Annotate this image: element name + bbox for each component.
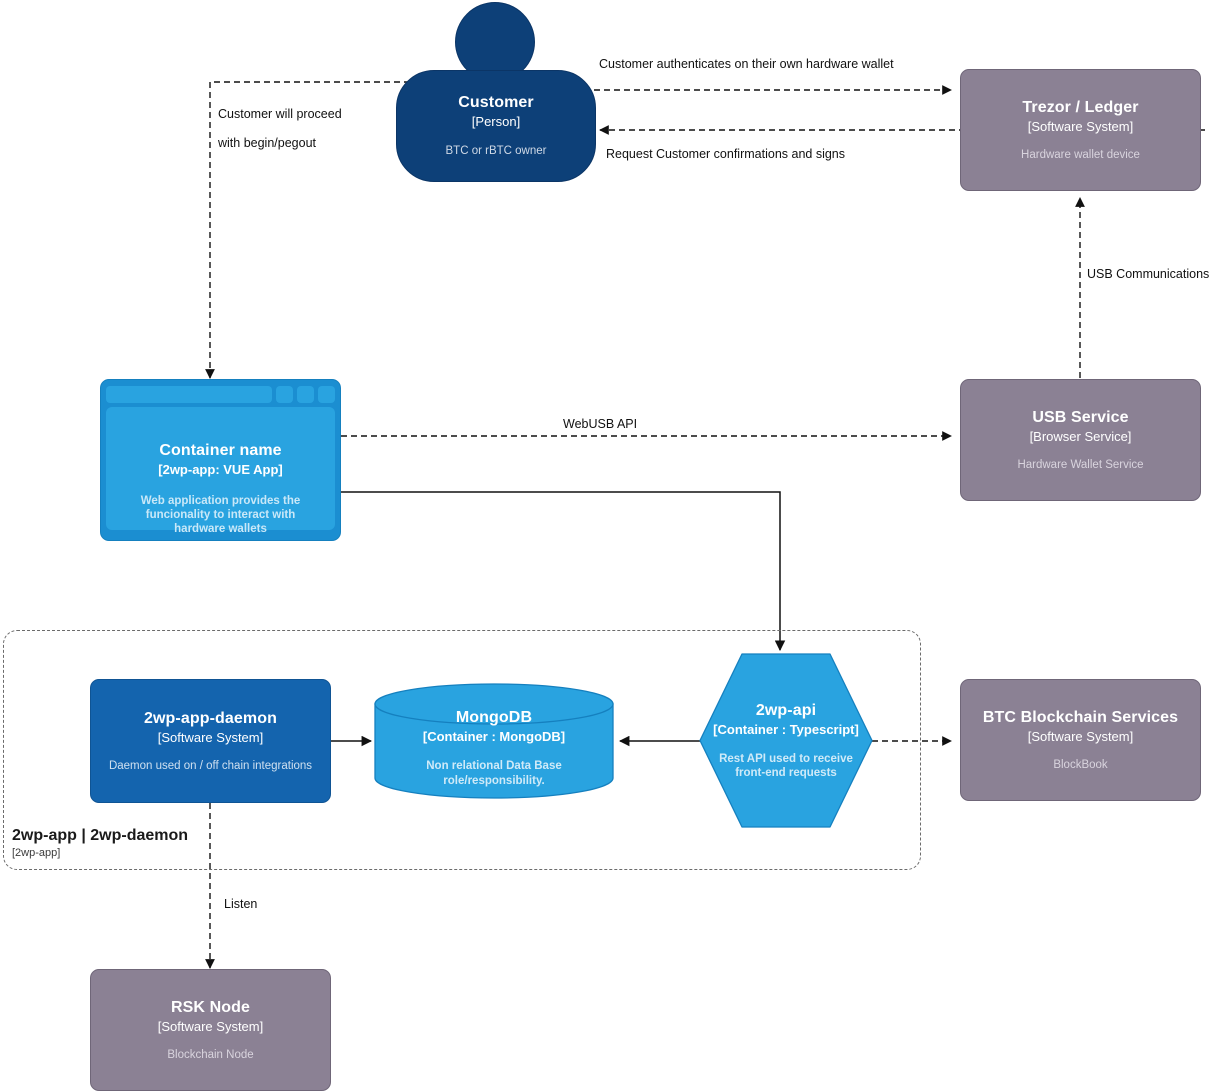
node-tech: [Software System] xyxy=(157,1018,264,1034)
hexagon-text: 2wp-api [Container : Typescript] Rest AP… xyxy=(698,652,874,829)
edge-label-customer-to-app-2: with begin/pegout xyxy=(218,136,316,150)
edge-label-webusb-api: WebUSB API xyxy=(563,417,638,431)
person-head-icon xyxy=(455,2,535,82)
boundary-2wp-app xyxy=(3,630,921,870)
node-title: RSK Node xyxy=(170,998,251,1016)
boundary-tech: [2wp-app] xyxy=(12,847,61,859)
hexagon-shape xyxy=(699,653,873,828)
edge-label-customer-to-app-1: Customer will proceed xyxy=(218,107,342,121)
boundary-name: 2wp-app | 2wp-daemon xyxy=(12,827,189,844)
node-trezor-ledger[interactable]: Trezor / Ledger [Software System] Hardwa… xyxy=(960,69,1201,191)
node-title: 2wp-app-daemon xyxy=(144,709,277,727)
node-desc: Non relational Data Base role/responsibi… xyxy=(426,759,562,787)
node-container-name[interactable]: Container name [2wp-app: VUE App] Web ap… xyxy=(100,379,341,541)
node-title: USB Service xyxy=(1032,408,1129,426)
browser-button-2-icon[interactable] xyxy=(297,385,314,403)
node-btc-blockchain-services[interactable]: BTC Blockchain Services [Software System… xyxy=(960,679,1201,801)
node-2wp-api[interactable]: 2wp-api [Container : Typescript] Rest AP… xyxy=(698,652,874,829)
node-usb-service[interactable]: USB Service [Browser Service] Hardware W… xyxy=(960,379,1201,501)
browser-titlebar xyxy=(106,385,335,403)
edge-label-trezor-to-customer: Request Customer confirmations and signs xyxy=(606,147,846,161)
node-tech: [Software System] xyxy=(1027,728,1134,744)
person-body: Customer [Person] BTC or rBTC owner xyxy=(396,70,596,182)
node-tech: [Container : Typescript] xyxy=(713,722,859,737)
node-title: Trezor / Ledger xyxy=(1022,98,1139,116)
node-desc: Daemon used on / off chain integrations xyxy=(108,759,313,772)
node-desc: BlockBook xyxy=(1053,758,1108,771)
node-tech: [Software System] xyxy=(1027,118,1134,134)
edge-label-usb-communications: USB Communications xyxy=(1087,267,1210,281)
node-title: Container name xyxy=(159,442,282,459)
node-tech: [Browser Service] xyxy=(1029,428,1132,444)
node-tech: [Container : MongoDB] xyxy=(422,728,566,744)
node-desc: Web application provides the funcionalit… xyxy=(140,495,301,535)
node-tech: [Person] xyxy=(471,114,521,129)
browser-address-bar[interactable] xyxy=(106,385,272,403)
boundary-label: 2wp-app | 2wp-daemon [2wp-app] xyxy=(12,826,312,861)
node-desc: Rest API used to receive front-end reque… xyxy=(719,753,853,779)
node-desc: Hardware Wallet Service xyxy=(1017,458,1144,471)
node-title: BTC Blockchain Services xyxy=(982,708,1179,726)
node-2wp-app-daemon[interactable]: 2wp-app-daemon [Software System] Daemon … xyxy=(90,679,331,803)
node-mongodb[interactable]: MongoDB [Container : MongoDB] Non relati… xyxy=(374,683,614,799)
browser-button-1-icon[interactable] xyxy=(276,385,293,403)
cylinder-text: MongoDB [Container : MongoDB] Non relati… xyxy=(374,683,614,799)
cylinder-shape xyxy=(374,683,614,799)
node-desc: Blockchain Node xyxy=(167,1048,254,1061)
node-tech: [2wp-app: VUE App] xyxy=(158,462,283,477)
edge-app-to-api xyxy=(336,491,786,652)
node-desc: BTC or rBTC owner xyxy=(445,145,547,157)
browser-content: Container name [2wp-app: VUE App] Web ap… xyxy=(106,407,335,535)
browser-button-3-icon[interactable] xyxy=(318,385,335,403)
node-desc: Hardware wallet device xyxy=(1021,148,1140,161)
node-title: 2wp-api xyxy=(755,702,817,719)
node-title: Customer xyxy=(458,94,534,111)
node-tech: [Software System] xyxy=(157,729,264,745)
edge-label-listen: Listen xyxy=(224,897,258,911)
node-rsk-node[interactable]: RSK Node [Software System] Blockchain No… xyxy=(90,969,331,1091)
node-customer[interactable]: Customer [Person] BTC or rBTC owner xyxy=(396,2,596,182)
node-title: MongoDB xyxy=(455,708,533,726)
edge-label-customer-to-trezor: Customer authenticates on their own hard… xyxy=(599,57,894,71)
